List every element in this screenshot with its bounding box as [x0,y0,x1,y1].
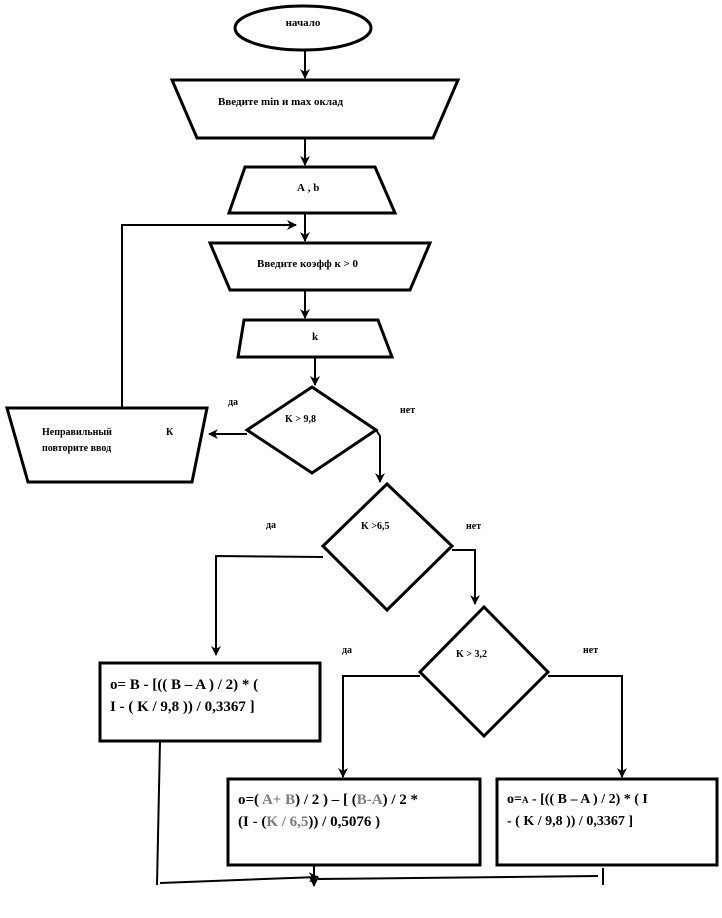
arrow-loop-back [121,220,297,408]
formula-1-line1: o= B - [(( B – A ) / 2) * ( [110,677,259,693]
decision-3-no-label: нет [583,645,599,656]
error-label-k: К [166,427,174,438]
error-output-shape [5,406,209,484]
decision-2-no-label: нет [466,521,482,532]
error-label-line2: повторите ввод [42,443,112,454]
line-formula1-down [156,740,161,886]
input-ab-label: А , b [297,182,320,194]
line-merge-right [317,875,599,880]
input-minmax-label: Введите min и max оклад [218,96,344,108]
formula-2-line2: (I - (K / 6,5)) / 0,5076 ) [238,814,381,830]
formula-1-text: o= B - [(( B – A ) / 2) * ( I - ( K / 9,… [110,674,315,718]
formula-2-text: o=( A+ B) / 2 ) – [ (B-A) / 2 * (I - (K … [238,789,478,833]
input-k-shape [236,318,395,359]
process-formula-3-shape [495,777,719,867]
decision-1-no-label: нет [400,405,416,416]
decision-2-shape [320,481,455,613]
input-k-prompt-shape [207,241,433,292]
formula-3-line2: - ( K / 9,8 )) / 0,3367 ] [507,814,633,829]
arrow-decision2-yes [211,554,324,656]
process-formula-2-shape [226,777,482,867]
arrow-decision1-no [375,429,385,483]
decision-2-yes-label: да [266,520,277,531]
decision-1-label: K > 9,8 [285,414,316,425]
decision-3-shape [417,604,551,739]
formula-3-line1: o=A - [(( B – A ) / 2) * ( I [507,792,648,807]
formula-3-text: o=A - [(( B – A ) / 2) * ( I - ( K / 9,8… [507,789,713,833]
error-label-line1: Неправильный [42,427,112,438]
decision-3-yes-label: да [342,645,353,656]
decision-1-shape [244,385,379,475]
arrow-decision3-yes [338,675,420,778]
decision-1-yes-label: да [228,397,239,408]
decision-3-label: K > 3,2 [456,649,487,660]
input-minmax-shape [169,78,461,140]
decision-2-label: K >6,5 [361,521,390,532]
input-ab-shape [226,165,398,215]
start-terminal [233,4,373,52]
process-formula-1-shape [98,661,322,743]
input-k-label: k [312,331,319,343]
formula-2-line1: o=( A+ B) / 2 ) – [ (B-A) / 2 * [238,792,419,808]
arrow-decision2-no [452,549,480,605]
arrow-decision3-no [548,675,627,778]
line-to-merge [159,872,319,884]
start-label: начало [285,17,321,29]
input-k-prompt-label: Введите коэфф к > 0 [257,258,359,270]
formula-1-line2: I - ( K / 9,8 )) / 0,3367 ] [110,699,255,715]
